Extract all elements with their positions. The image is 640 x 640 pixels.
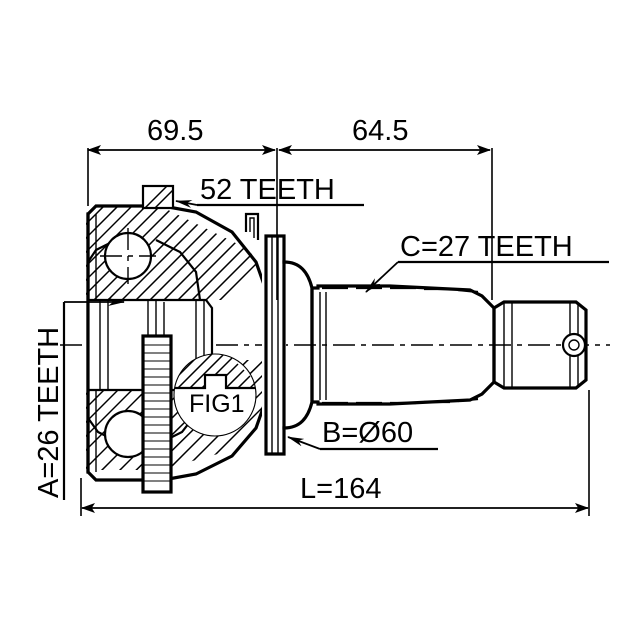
label-c-27-teeth-text: C=27 TEETH [400,231,573,263]
dimension-64-5-text: 64.5 [352,115,408,147]
ball-bearing-upper [100,228,156,284]
drive-shaft [282,260,588,430]
label-b-diameter-60-text: B=Ø60 [322,417,413,449]
fig1-label: FIG1 [189,390,245,418]
label-52-teeth: 52 TEETH [175,174,364,208]
dimension-64-5: 64.5 [278,115,493,300]
label-b-diameter-60: B=Ø60 [287,417,438,451]
shaft-tip-hole [561,332,587,358]
dimension-69-5-text: 69.5 [147,115,203,147]
dimension-overall-length: L=164 [80,390,590,516]
abs-ring-teeth [143,344,171,482]
label-a-26-teeth: A=26 TEETH [33,298,125,500]
label-52-teeth-text: 52 TEETH [200,174,335,206]
shaft-spline-marks [322,286,479,405]
dimension-overall-length-text: L=164 [300,473,381,505]
fig1-detail-content [174,354,256,436]
fig1-detail-circle: FIG1 [173,353,257,437]
label-c-27-teeth: C=27 TEETH [365,231,609,293]
label-a-26-teeth-text: A=26 TEETH [33,327,65,498]
dimension-69-5: 69.5 [87,115,278,300]
housing-left-end [86,212,97,474]
abs-tone-ring [141,184,175,494]
boot-flange-collar [244,212,286,456]
